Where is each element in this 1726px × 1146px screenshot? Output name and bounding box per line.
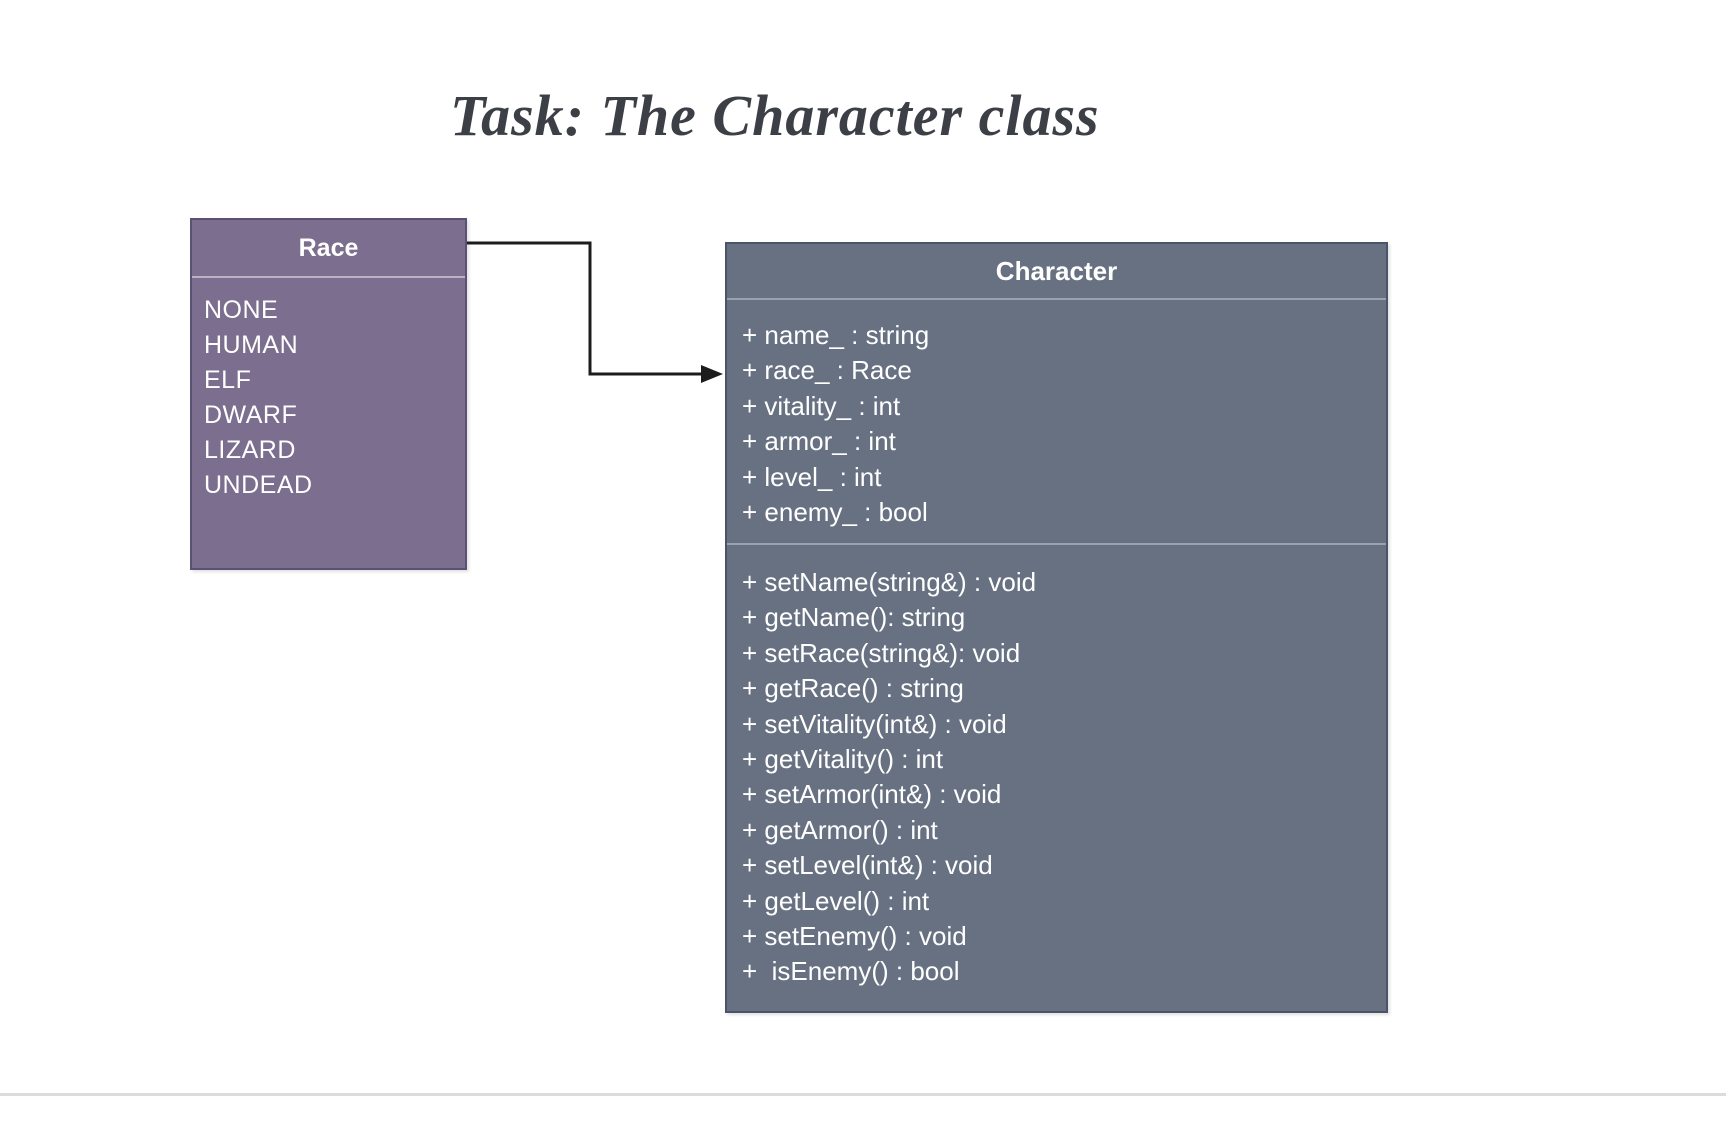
enum-value: LIZARD [204,436,296,464]
enum-value: ELF [204,366,252,394]
uml-enum-race: Race NONE HUMAN ELF DWARF LIZARD UNDEAD [190,218,467,570]
enum-value: UNDEAD [204,471,313,499]
class-method: + getName(): string [742,602,966,633]
class-method: + isEnemy() : bool [742,956,960,987]
enum-value: DWARF [204,401,298,429]
class-method: + setRace(string&): void [742,637,1021,668]
class-attribute: + enemy_ : bool [742,497,928,528]
class-attribute: + armor_ : int [742,426,896,457]
page-title: Task: The Character class [450,83,1100,148]
class-attribute: + race_ : Race [742,355,912,386]
class-method: + getVitality() : int [742,744,944,775]
character-section-divider [727,543,1386,545]
class-method: + setEnemy() : void [742,921,967,952]
enum-value: HUMAN [204,331,299,359]
class-method: + getLevel() : int [742,885,930,916]
uml-class-character: Character + name_ : string + race_ : Race… [725,242,1388,1013]
uml-class-character-methods: + setName(string&) : void + getName(): st… [727,545,1386,990]
uml-class-character-attributes: + name_ : string + race_ : Race + vitality… [727,300,1386,543]
uml-enum-race-values: NONE HUMAN ELF DWARF LIZARD UNDEAD [192,278,465,503]
race-header-divider [192,276,465,278]
character-header-divider [727,298,1386,300]
class-attribute: + vitality_ : int [742,390,901,421]
arrowhead-icon [701,365,723,383]
bottom-divider [0,1093,1726,1096]
uml-enum-race-title: Race [298,234,359,262]
class-method: + setArmor(int&) : void [742,779,1002,810]
class-method: + getRace() : string [742,673,964,704]
association-arrow-line [467,241,701,376]
class-method: + setName(string&) : void [742,567,1037,597]
uml-class-character-title: Character [995,256,1118,286]
class-method: + setVitality(int&) : void [742,708,1007,739]
association-arrow [467,241,723,383]
class-method: + setLevel(int&) : void [742,850,993,881]
enum-value: NONE [204,296,279,324]
class-method: + getArmor() : int [742,814,938,845]
class-attribute: + name_ : string [742,320,930,350]
class-attribute: + level_ : int [742,461,882,492]
